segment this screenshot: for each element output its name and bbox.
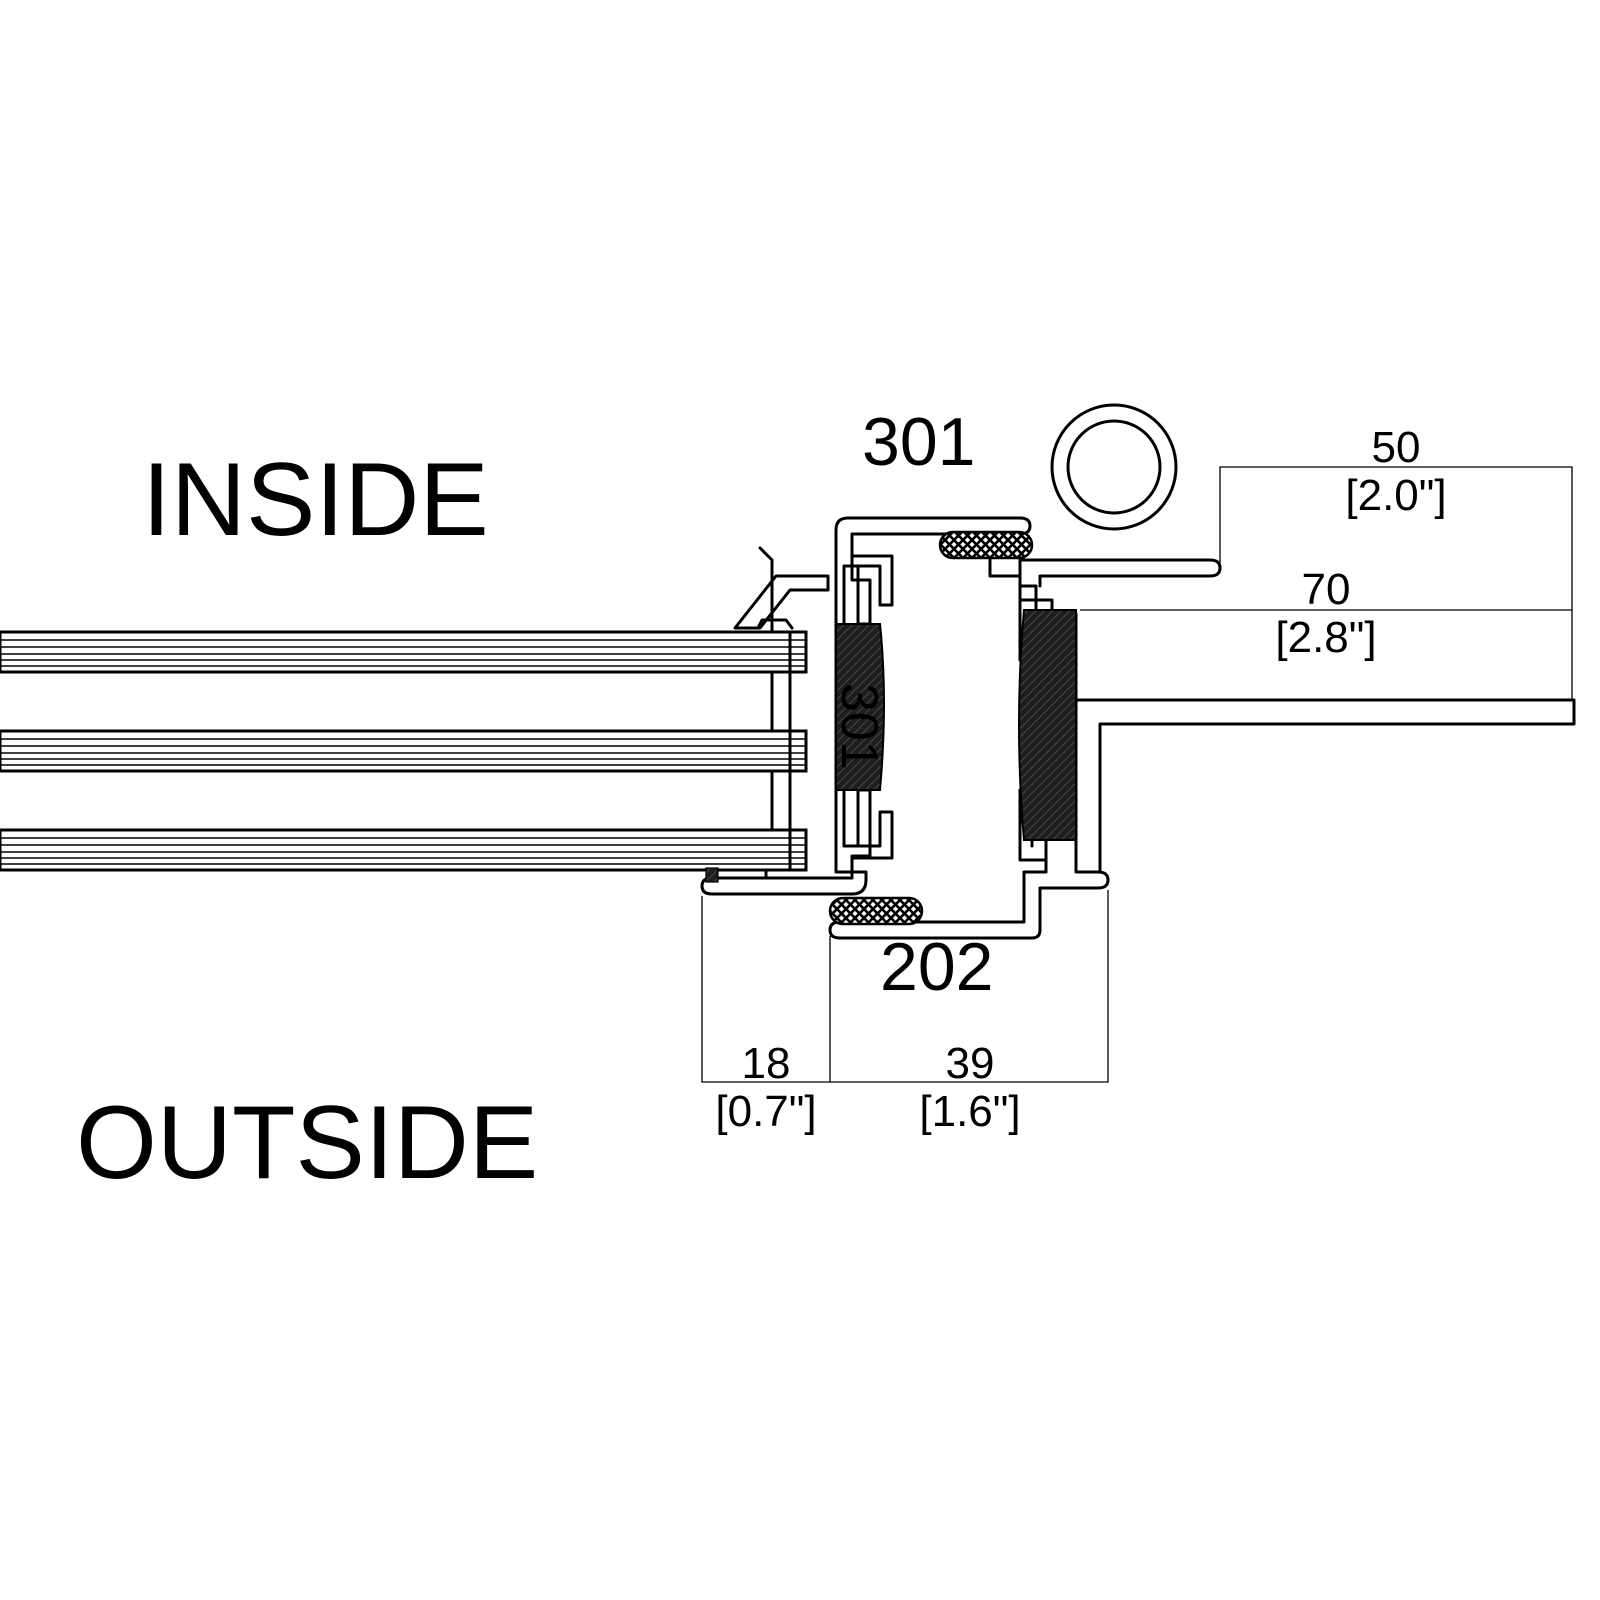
wall-profile bbox=[1074, 698, 1576, 874]
sealant-block bbox=[705, 867, 719, 883]
dimension-18-imperial: [0.7"] bbox=[715, 1087, 816, 1136]
dimension-50: 50 [2.0"] bbox=[1345, 423, 1446, 520]
dimension-70-value: 70 bbox=[1302, 565, 1351, 614]
part-number-301-rotated: 301 bbox=[830, 683, 888, 770]
gasket-bottom bbox=[828, 896, 924, 926]
glazing-bead bbox=[733, 574, 830, 630]
dimension-50-imperial: [2.0"] bbox=[1345, 471, 1446, 520]
sash-profile-301 bbox=[700, 516, 1032, 896]
dimension-39-value: 39 bbox=[946, 1039, 995, 1088]
thermal-break-right bbox=[1018, 609, 1077, 841]
outside-label: OUTSIDE bbox=[76, 1085, 538, 1201]
dimension-50-value: 50 bbox=[1372, 423, 1421, 472]
round-section bbox=[1050, 403, 1178, 531]
glass-pane-middle bbox=[0, 729, 808, 773]
dimension-39: 39 [1.6"] bbox=[919, 1039, 1020, 1136]
dimension-70-imperial: [2.8"] bbox=[1275, 613, 1376, 662]
glass-pane-bottom bbox=[0, 828, 808, 872]
frame-profile-202 bbox=[828, 558, 1110, 940]
part-number-301: 301 bbox=[862, 404, 975, 480]
top-flange bbox=[1018, 558, 1222, 588]
dimension-70: 70 [2.8"] bbox=[1275, 565, 1376, 662]
glass-pane-top bbox=[0, 630, 808, 674]
part-number-202: 202 bbox=[880, 929, 993, 1005]
gasket-top bbox=[938, 530, 1034, 560]
inside-label: INSIDE bbox=[142, 442, 489, 558]
dimension-18-value: 18 bbox=[742, 1039, 791, 1088]
thermal-break-left bbox=[835, 623, 885, 791]
dimension-39-imperial: [1.6"] bbox=[919, 1087, 1020, 1136]
dimension-18: 18 [0.7"] bbox=[715, 1039, 816, 1136]
glass-panes bbox=[0, 546, 808, 872]
dimension-lines bbox=[701, 466, 1573, 1083]
